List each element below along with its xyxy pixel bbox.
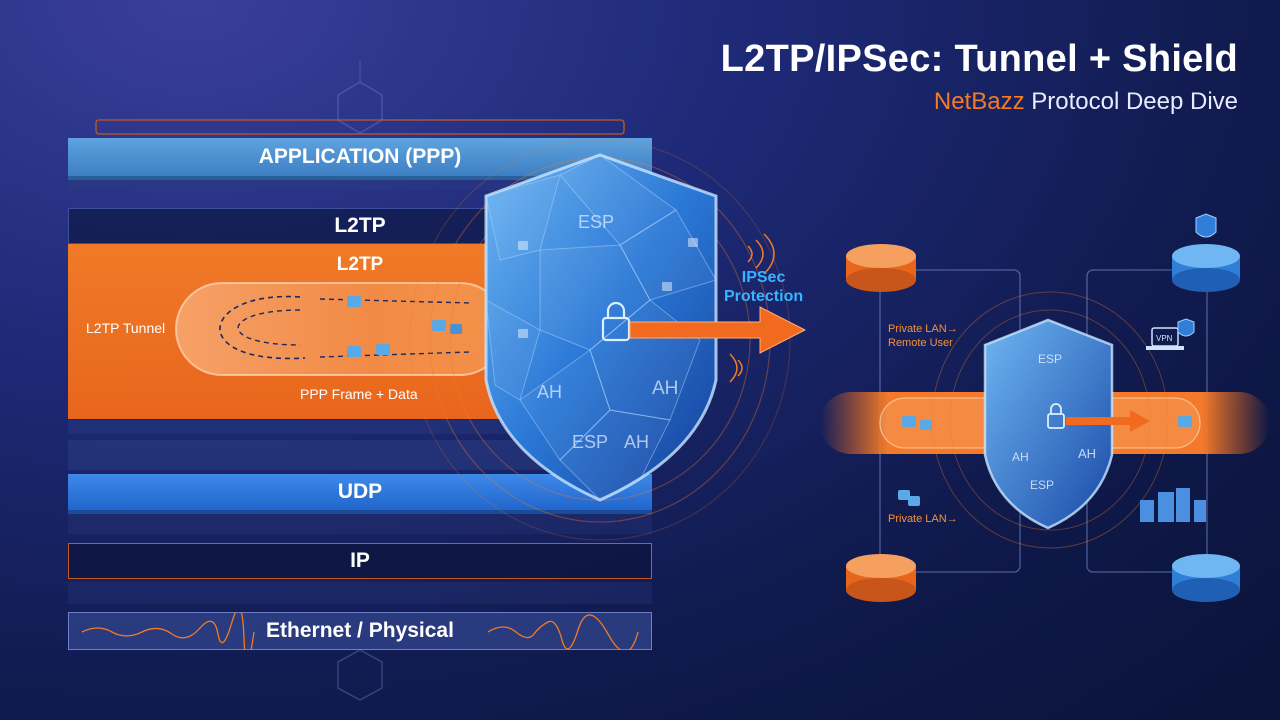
small-shield-label-ah: AH <box>1012 450 1029 464</box>
packet-icon <box>908 496 920 506</box>
tunnel-label: L2TP Tunnel <box>86 320 166 336</box>
small-protection-arrow <box>1066 410 1150 432</box>
packet-icon <box>450 324 462 334</box>
page-title: L2TP/IPSec: Tunnel + Shield <box>720 38 1238 80</box>
lock-icon <box>601 301 631 342</box>
router-icon <box>1172 244 1240 292</box>
protection-arrow <box>629 306 807 354</box>
small-shield-label-esp: ESP <box>1038 352 1063 366</box>
small-shield-label-ah: AH <box>1078 446 1097 461</box>
packet-icon <box>920 420 932 430</box>
router-icon <box>846 554 916 602</box>
slab-4 <box>68 512 652 534</box>
signal-wave-left <box>81 612 255 650</box>
slab-5 <box>68 582 652 604</box>
lock-icon-small <box>518 238 698 338</box>
packet-icon <box>902 416 916 427</box>
page-subtitle: NetBazz Protocol Deep Dive <box>934 88 1238 116</box>
ipsec-protection-label: IPSec Protection <box>724 268 803 306</box>
router-icon <box>1172 554 1240 602</box>
packet-icon <box>347 346 361 357</box>
packet-icon <box>347 296 361 307</box>
shield-badge-icon <box>1195 213 1217 238</box>
loop-arrow-outer <box>219 295 306 360</box>
hexagon-icon-top <box>337 81 383 134</box>
application-outline <box>95 119 625 135</box>
packet-icon <box>376 344 390 355</box>
packet-icon <box>432 320 446 331</box>
shield-label-ah: AH <box>537 382 563 402</box>
lock-icon <box>1047 403 1065 429</box>
shield-label-ah: AH <box>652 378 679 399</box>
remote-user-line: Remote User <box>888 337 953 349</box>
flow-line-top <box>319 298 471 304</box>
signal-icon <box>729 233 775 383</box>
shield-label-ah: AH <box>624 432 650 452</box>
packet-icon <box>1178 416 1192 427</box>
ipsec-protection-line-1: IPSec <box>741 269 786 286</box>
slab-1 <box>68 176 652 190</box>
layer-udp: UDP <box>68 474 652 510</box>
layer-ip: IP <box>68 543 652 579</box>
packet-icon <box>898 490 910 500</box>
wave-decor <box>81 612 639 650</box>
shield-body <box>484 153 718 502</box>
vpn-badge-label: VPN <box>1156 334 1173 343</box>
building-icon <box>1140 488 1206 522</box>
shield-label-esp: ESP <box>578 212 615 232</box>
l2tp-inner-label: L2TP <box>336 254 384 275</box>
signal-wave-right <box>487 614 639 650</box>
layer-application: APPLICATION (PPP) <box>68 138 652 176</box>
flow-line-bottom <box>319 351 471 358</box>
private-lan-line: Private LAN→ <box>888 323 958 335</box>
hexagon-icon-bottom <box>337 649 383 701</box>
private-lan-label: Private LAN→ <box>888 513 958 525</box>
vpn-shield-icon <box>1177 318 1195 337</box>
ipsec-protection-line-2: Protection <box>724 288 804 305</box>
frame-label: PPP Frame + Data <box>300 386 418 402</box>
private-lan-remote-label: Private LAN→ Remote User <box>888 322 958 350</box>
loop-arrow-inner <box>237 309 301 346</box>
brand-name: NetBazz <box>933 88 1025 115</box>
router-icon <box>846 244 916 292</box>
small-shield-label-esp: ESP <box>1030 478 1055 492</box>
subtitle-text: Protocol Deep Dive <box>1031 88 1238 115</box>
shield-label-esp: ESP <box>572 432 609 452</box>
